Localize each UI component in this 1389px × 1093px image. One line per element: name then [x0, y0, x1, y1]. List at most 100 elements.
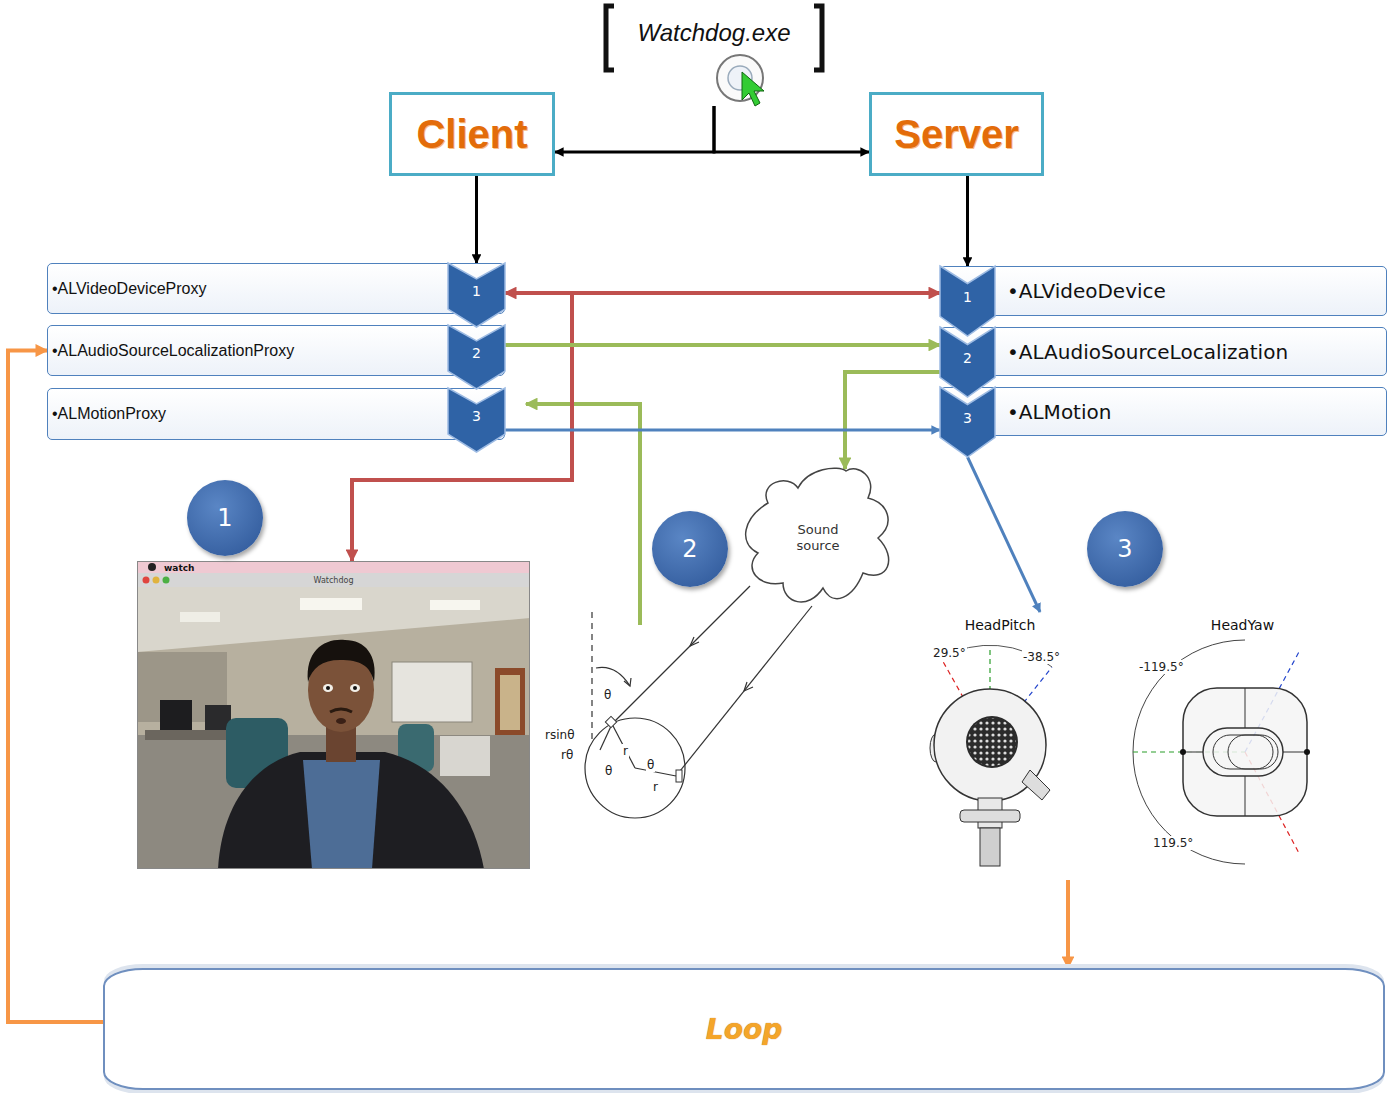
person-pupil	[353, 686, 357, 690]
connector-arrow	[505, 429, 940, 432]
sound-ray	[612, 586, 750, 724]
module-name: •ALMotionProxy	[52, 405, 166, 423]
head-part	[1022, 770, 1050, 800]
role-title: Server	[894, 112, 1019, 157]
paper	[440, 736, 490, 776]
module-box: 3 •ALMotion	[940, 387, 1387, 436]
step-chevron: 1	[940, 266, 995, 336]
sound-ray	[676, 606, 812, 776]
chevron-shape	[448, 325, 505, 389]
step-chevron: 3	[940, 387, 995, 457]
source-label: Sound source	[786, 522, 850, 554]
menu-bar	[137, 561, 530, 573]
radius-line	[635, 768, 676, 776]
joint-name: HeadYaw	[1140, 617, 1345, 634]
connector-arrow	[968, 457, 1041, 612]
bulletin-board	[495, 668, 525, 743]
program-name: Watchdog.exe	[600, 18, 828, 48]
head-seam	[1283, 752, 1307, 753]
head-eyes	[1203, 728, 1283, 776]
callout-number: 3	[1117, 535, 1132, 563]
callout-number: 1	[217, 504, 232, 532]
person-hoodie	[218, 752, 484, 869]
screenshot-window: watchWatchdog	[137, 561, 530, 869]
step-number: 1	[963, 289, 972, 305]
angle-value: 119.5°	[1152, 836, 1194, 850]
angle-symbol: θ	[604, 764, 613, 778]
apple-logo	[148, 563, 156, 571]
step-chevron: 2	[940, 327, 995, 397]
title-bar	[137, 573, 530, 587]
sound-source-cloud: Sound source	[738, 463, 898, 613]
photo-wall	[137, 587, 530, 869]
module-name: •ALAudioSourceLocalizationProxy	[52, 342, 294, 360]
step-number: 3	[472, 408, 481, 424]
bracket	[606, 6, 614, 70]
person-shirt	[303, 760, 380, 869]
window-title: Watchdog	[138, 574, 529, 587]
window-title: watch	[164, 562, 194, 574]
module-name: •ALVideoDevice	[1007, 279, 1166, 303]
angle-value: -119.5°	[1138, 660, 1185, 674]
step-chevron: 3	[448, 388, 505, 452]
chevron-shape	[448, 388, 505, 452]
head-eyes	[1228, 735, 1278, 769]
angle-value: -38.5°	[1022, 650, 1061, 664]
step-number: 3	[963, 410, 972, 426]
ceiling-light	[180, 612, 220, 622]
person-hair	[308, 640, 375, 682]
angle-arc	[596, 667, 630, 686]
head-dot	[1180, 749, 1186, 755]
ray-arrow	[744, 682, 753, 691]
chevron-shape	[448, 263, 505, 327]
connector-arrow	[714, 106, 869, 152]
head-eyes	[1213, 735, 1273, 769]
callout-circle: 3	[1087, 511, 1163, 587]
neck-joint	[980, 828, 1000, 866]
mouse-cursor	[742, 72, 764, 106]
person-mustache	[330, 709, 352, 712]
callout-circle: 2	[652, 511, 728, 587]
cloud-shape	[746, 468, 889, 602]
step-number: 2	[963, 350, 972, 366]
step-number: 1	[472, 283, 481, 299]
person-eye	[323, 684, 333, 692]
module-box: 2•ALAudioSourceLocalization	[940, 327, 1387, 376]
callout-number: 2	[682, 535, 697, 563]
head-outline	[585, 718, 685, 818]
connector-arrow	[555, 106, 714, 152]
person-mouth	[336, 718, 346, 724]
person-pupil	[326, 686, 330, 690]
role-title: Client	[416, 112, 527, 157]
neck-base	[960, 810, 1020, 822]
proxy-module-box: 2 •ALAudioSourceLocalizationProxy	[47, 325, 505, 376]
person-eye	[350, 684, 360, 692]
angle-symbol: θ	[646, 758, 655, 772]
step-number: 2	[472, 345, 481, 361]
head-speaker	[968, 718, 1016, 766]
proxy-module-box: 1•ALVideoDeviceProxy	[47, 263, 505, 314]
angle-arrow	[624, 678, 631, 686]
connector-arrow	[505, 343, 940, 347]
head-top	[1183, 688, 1307, 816]
radius-line	[612, 724, 635, 768]
connector-arrow	[966, 176, 969, 266]
head-seam	[1245, 776, 1246, 816]
loop-band: Loop	[103, 968, 1385, 1090]
proxy-module-box: 3 •ALMotionProxy	[47, 388, 505, 440]
result-arrow	[526, 404, 640, 625]
chevron-shape	[940, 387, 995, 457]
module-name: •ALMotion	[1007, 400, 1111, 424]
window-button	[153, 577, 160, 584]
head-seam	[1245, 688, 1246, 728]
module-box: 1 •ALVideoDevice	[940, 266, 1387, 316]
bulletin-board	[500, 675, 520, 730]
program-node: Watchdog.exe	[600, 2, 828, 106]
head-dot	[1304, 749, 1310, 755]
connector-arrow	[8, 351, 103, 1023]
ray-arrow	[690, 637, 699, 646]
connector-arrow	[845, 372, 940, 469]
window-button	[163, 577, 170, 584]
angle-symbol: θ	[603, 688, 612, 702]
reference-axis	[591, 612, 592, 742]
